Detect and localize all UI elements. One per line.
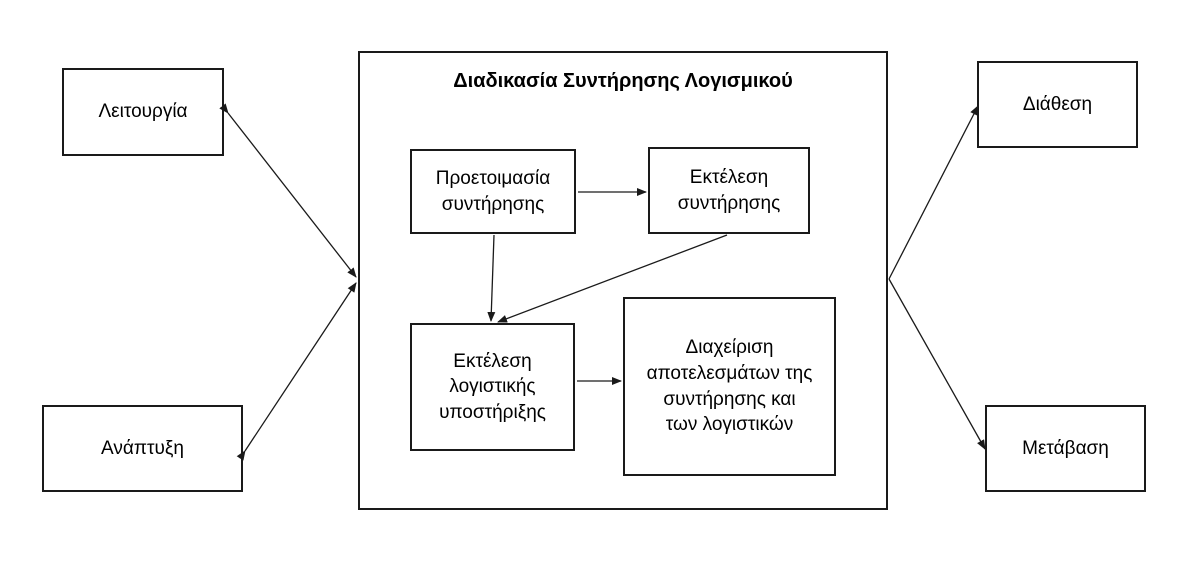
development-node: Ανάπτυξη xyxy=(42,405,243,492)
process-migration-connector xyxy=(888,278,986,450)
results-line-4: των λογιστικών xyxy=(665,414,794,436)
operation-process-connector xyxy=(219,103,357,278)
disposal-node: Διάθεση xyxy=(977,61,1138,148)
preparation-line-1: Προετοιμασία xyxy=(435,167,551,189)
operation-node: Λειτουργία xyxy=(62,68,224,156)
preparation-line-2: συντήρησης xyxy=(441,193,545,215)
execution-support-connector xyxy=(497,234,728,323)
migration-node: Μετάβαση xyxy=(985,405,1146,492)
execution-line-2: συντήρησης xyxy=(677,192,781,214)
results-management-node: Διαχείριση αποτελεσμάτων της συντήρησης … xyxy=(623,297,836,476)
maintenance-execution-node: Εκτέλεση συντήρησης xyxy=(648,147,810,234)
development-label: Ανάπτυξη xyxy=(101,437,184,459)
support-line-2: λογιστικής xyxy=(449,376,536,398)
preparation-support-connector xyxy=(487,234,496,322)
maintenance-process-title: Διαδικασία Συντήρησης Λογισμικού xyxy=(453,70,793,92)
support-line-3: υποστήριξης xyxy=(439,401,546,423)
results-line-2: αποτελεσμάτων της xyxy=(646,362,813,384)
results-line-3: συντήρησης και xyxy=(663,388,796,410)
results-line-1: Διαχείριση xyxy=(685,337,774,359)
process-disposal-connector xyxy=(888,105,979,280)
execution-line-1: Εκτέλεση xyxy=(689,166,769,188)
disposal-label: Διάθεση xyxy=(1022,93,1093,115)
development-process-connector xyxy=(236,282,357,461)
migration-label: Μετάβαση xyxy=(1022,437,1109,459)
software-support-execution-node: Εκτέλεση λογιστικής υποστήριξης xyxy=(410,323,575,451)
support-line-1: Εκτέλεση xyxy=(453,350,532,372)
maintenance-preparation-node: Προετοιμασία συντήρησης xyxy=(410,149,576,234)
operation-label: Λειτουργία xyxy=(98,101,188,123)
